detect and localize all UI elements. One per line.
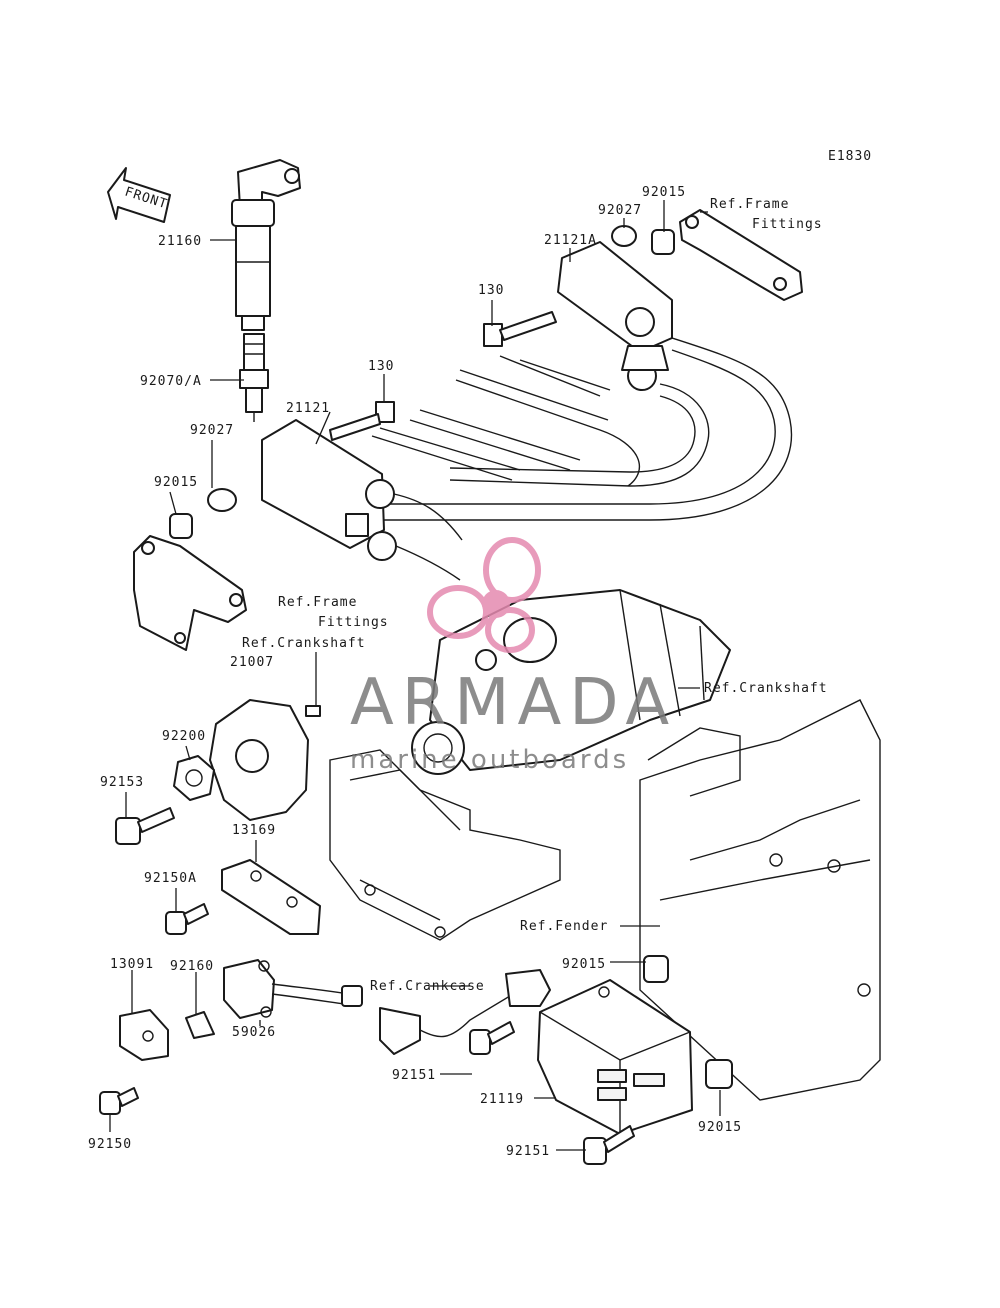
leader-lines bbox=[109, 200, 721, 1151]
front-arrow-icon: FRONT bbox=[107, 167, 171, 223]
callout-92151-bottom: 92151 bbox=[506, 1144, 550, 1159]
callout-92070a: 92070/A bbox=[140, 374, 202, 389]
clamp-92160 bbox=[185, 1011, 215, 1039]
callout-ref-frame-top-2: Fittings bbox=[752, 217, 823, 232]
grommet-92015-rb bbox=[643, 955, 669, 983]
callout-92015-bottom: 92015 bbox=[698, 1120, 742, 1135]
callout-ref-frame-top: Ref.Frame bbox=[710, 197, 789, 212]
callout-92151-mid: 92151 bbox=[392, 1068, 436, 1083]
callout-ref-frame-mid: Ref.Frame bbox=[278, 595, 357, 610]
bolt-92153 bbox=[115, 807, 175, 845]
watermark-tagline: marine outboards bbox=[350, 745, 629, 775]
watermark-brand: ARMADA bbox=[350, 666, 677, 740]
callout-ref-fender: Ref.Fender bbox=[520, 919, 608, 934]
sensor-59026 bbox=[223, 959, 361, 1019]
collar-92027-left bbox=[207, 488, 237, 512]
plug-cap-21160 bbox=[231, 159, 301, 331]
connector-harness bbox=[341, 969, 551, 1055]
frame-bracket-top bbox=[679, 209, 803, 301]
callout-92150: 92150 bbox=[88, 1137, 132, 1152]
bracket-13169 bbox=[221, 859, 321, 935]
callout-92015-left: 92015 bbox=[154, 475, 198, 490]
callout-92027-left: 92027 bbox=[190, 423, 234, 438]
callout-ref-crankshaft-right: Ref.Crankshaft bbox=[704, 681, 828, 696]
callout-21121: 21121 bbox=[286, 401, 330, 416]
ht-leads bbox=[371, 337, 793, 521]
callout-92150a: 92150A bbox=[144, 871, 197, 886]
starter-gear bbox=[411, 721, 465, 775]
callout-130-top: 130 bbox=[478, 283, 504, 298]
nut-92200 bbox=[173, 755, 215, 801]
grommet-92015-left bbox=[169, 513, 193, 539]
ignition-coil-21121 bbox=[261, 419, 463, 581]
frame-bracket-left bbox=[133, 535, 247, 651]
bracket-13091 bbox=[119, 1009, 169, 1061]
collar-92027-top bbox=[611, 225, 637, 247]
callout-13169: 13169 bbox=[232, 823, 276, 838]
ignition-coil-21121a bbox=[557, 241, 673, 391]
callout-21119: 21119 bbox=[480, 1092, 524, 1107]
callout-92027-top: 92027 bbox=[598, 203, 642, 218]
bolt-92150a bbox=[165, 903, 209, 935]
callout-ref-crankcase: Ref.Crankcase bbox=[370, 979, 485, 994]
callout-21121a: 21121A bbox=[544, 233, 597, 248]
callout-ref-crankshaft-left: Ref.Crankshaft bbox=[242, 636, 366, 651]
crankshaft-housing bbox=[429, 589, 731, 771]
callout-92015-top: 92015 bbox=[642, 185, 686, 200]
callout-13091: 13091 bbox=[110, 957, 154, 972]
armada-logo-icon bbox=[427, 537, 541, 653]
bolt-92150 bbox=[99, 1087, 139, 1115]
callout-92015-rb: 92015 bbox=[562, 957, 606, 972]
crankcase-frame bbox=[329, 749, 561, 941]
callout-92160: 92160 bbox=[170, 959, 214, 974]
grommet-92015-bottom bbox=[705, 1059, 733, 1089]
callout-21160: 21160 bbox=[158, 234, 202, 249]
bolt-130-mid bbox=[329, 401, 395, 441]
callout-130-mid: 130 bbox=[368, 359, 394, 374]
callout-ref-frame-mid-2: Fittings bbox=[318, 615, 389, 630]
fender bbox=[639, 699, 881, 1101]
callout-21007: 21007 bbox=[230, 655, 274, 670]
callout-59026: 59026 bbox=[232, 1025, 276, 1040]
callout-92153: 92153 bbox=[100, 775, 144, 790]
bolt-92151-mid bbox=[469, 1021, 515, 1055]
callout-92200: 92200 bbox=[162, 729, 206, 744]
ecu-21119 bbox=[537, 979, 693, 1135]
diagram-code: E1830 bbox=[828, 149, 872, 164]
bolt-130-top bbox=[483, 311, 557, 347]
grommet-92015-top bbox=[651, 229, 675, 255]
bolt-92151-bottom bbox=[583, 1125, 635, 1165]
timing-rotor-21007 bbox=[209, 699, 321, 821]
spark-plug-92070a bbox=[239, 333, 269, 422]
